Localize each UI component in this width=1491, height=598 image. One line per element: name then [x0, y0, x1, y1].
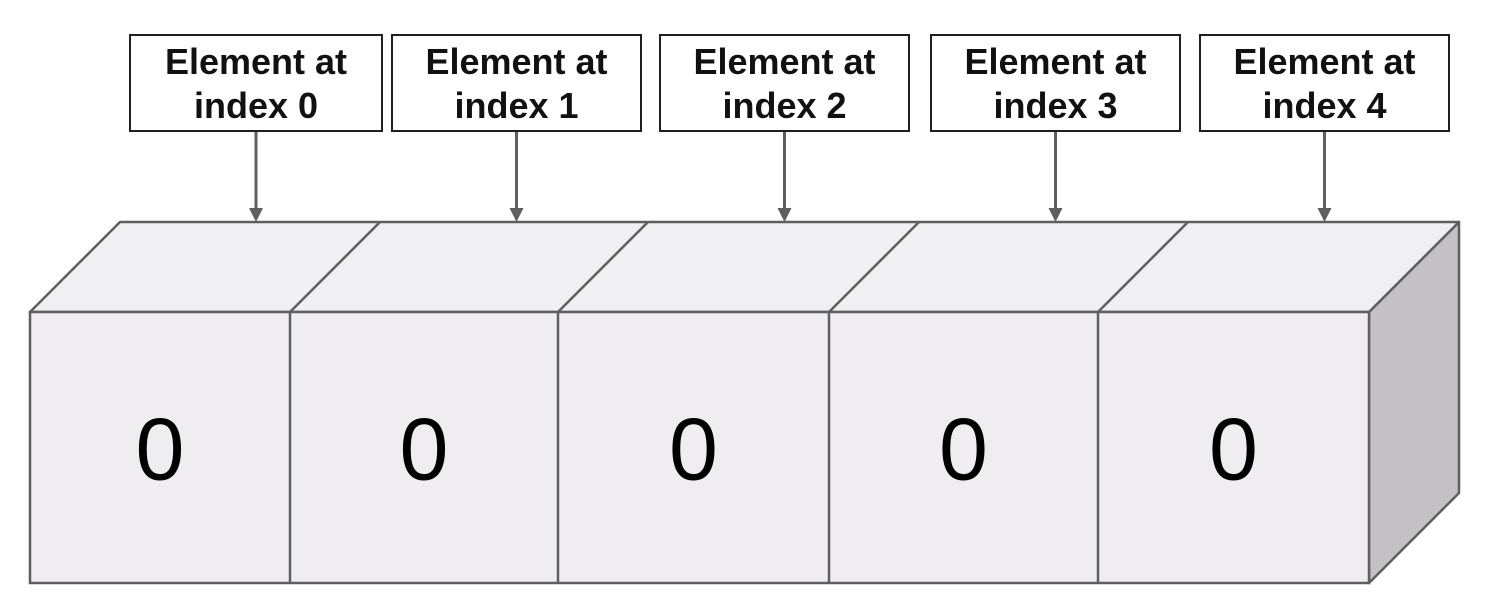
label-line-1: Element at [693, 41, 875, 82]
label-box [659, 34, 910, 132]
arrow-head [1317, 208, 1332, 222]
label-line-2: index 1 [454, 85, 578, 126]
index-arrow-3 [1048, 131, 1063, 222]
box-top-face [28, 220, 1461, 314]
label-line-2: index 3 [993, 85, 1117, 126]
label-line-2: index 4 [1262, 85, 1386, 126]
cell-top-divider [557, 221, 649, 313]
cell-top-divider [289, 221, 381, 313]
label-box [391, 34, 642, 132]
index-arrows [249, 131, 1332, 222]
index-arrow-1 [509, 131, 524, 222]
box-front-face [28, 310, 1371, 585]
array-box: 0 0 0 0 0 [28, 220, 1461, 585]
index-arrow-0 [249, 131, 263, 222]
label-line-1: Element at [1233, 41, 1415, 82]
label-box [1199, 34, 1450, 132]
label-line-2: index 2 [722, 85, 846, 126]
index-arrow-2 [777, 131, 792, 222]
arrow-head [509, 208, 524, 222]
label-box [930, 34, 1181, 132]
arrow-head [1048, 208, 1063, 222]
arrow-head [777, 208, 792, 222]
cell-value: 0 [1209, 400, 1258, 499]
index-arrow-4 [1317, 131, 1332, 222]
arrow-head [249, 208, 263, 222]
label-line-1: Element at [165, 41, 347, 82]
cell-value: 0 [669, 400, 718, 499]
label-line-1: Element at [964, 41, 1146, 82]
label-line-1: Element at [425, 41, 607, 82]
cell-value: 0 [400, 400, 449, 499]
cell-top-divider [828, 221, 920, 313]
cell-value: 0 [136, 400, 185, 499]
cell-top-divider [1097, 221, 1189, 313]
label-line-2: index 0 [194, 85, 318, 126]
label-box [129, 34, 383, 132]
cell-value: 0 [939, 400, 988, 499]
